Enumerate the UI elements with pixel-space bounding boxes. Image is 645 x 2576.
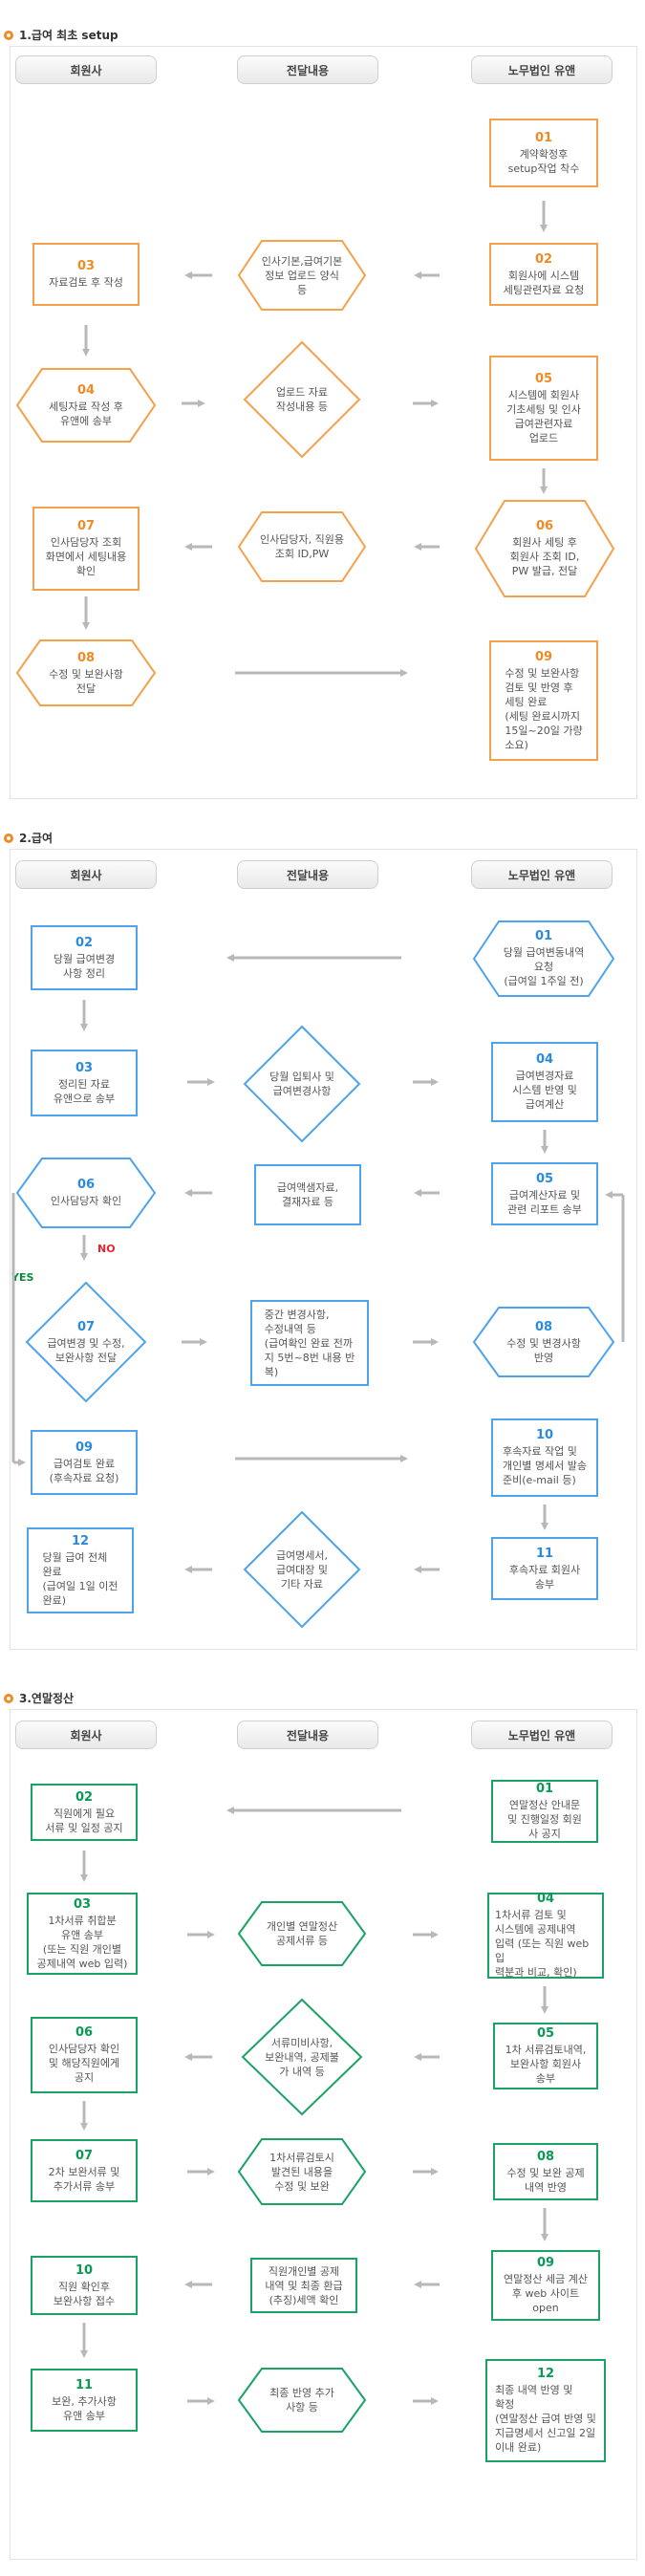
diamond-shape <box>25 1281 147 1403</box>
s3-step-05: 05 1차 서류검토내역, 보완사항 회원사 송부 <box>493 2023 598 2089</box>
diamond-shape <box>243 340 361 459</box>
s3-step-04: 04 1차서류 검토 및 시스템에 공제내역 입력 (또는 직원 web 입 력… <box>487 1892 604 1979</box>
diamond-shape <box>243 1025 361 1143</box>
s3-content-05: 서류미비사항, 보완내역, 공제불 가 내역 등 <box>241 1998 363 2116</box>
column-header-uandn: 노무법인 유앤 <box>471 1721 613 1749</box>
s3-step-03: 03 1차서류 취합분 유앤 송부 (또는 직원 개인별 공제내역 web 입력… <box>27 1893 138 1975</box>
hexagon-shape <box>15 1158 157 1228</box>
section2-title: 2.급여 <box>4 830 53 846</box>
yes-label: YES <box>11 1271 34 1284</box>
s3-step-10: 10 직원 확인후 보완사항 접수 <box>31 2256 138 2315</box>
hexagon-shape <box>15 639 157 706</box>
s2-content-05: 급여액샘자료, 결재자료 등 <box>254 1164 361 1225</box>
s3-step-09: 09 연말정산 세금 계산 후 web 사이트 open <box>491 2250 600 2321</box>
bullet-icon <box>4 833 13 843</box>
s2-content-07: 중간 변경사항, 수정내역 등 (급여확인 완료 전까 지 5번~8번 내용 반… <box>250 1300 369 1386</box>
s2-step-04: 04 급여변경자료 시스템 반영 및 급여계산 <box>491 1042 598 1122</box>
column-header-content: 전달내용 <box>237 55 378 84</box>
s3-step-07: 07 2차 보완서류 및 추가서류 송부 <box>31 2139 138 2202</box>
s2-step-03: 03 정리된 자료 유앤으로 송부 <box>31 1050 138 1116</box>
s3-step-08: 08 수정 및 보완 공제 내역 반영 <box>493 2143 598 2200</box>
column-header-member: 회원사 <box>15 1721 157 1749</box>
column-header-uandn: 노무법인 유앤 <box>471 860 613 889</box>
hexagon-shape <box>237 511 367 582</box>
s3-step-01: 01 연말정산 안내문 및 진행일정 회원 사 공지 <box>491 1780 598 1843</box>
s3-content-07: 1차서류검토시 발견된 내용을 수정 및 보완 <box>237 2137 367 2206</box>
s1-content-02: 인사기본,급여기본 정보 업로드 양식 등 <box>237 239 367 312</box>
hexagon-shape <box>237 240 367 311</box>
s3-step-12: 12 최종 내역 반영 및 확정 (연말정산 급여 반영 및 지급명세서 신고일… <box>485 2359 606 2462</box>
s1-content-04: 업로드 자료 작성내용 등 <box>243 340 361 459</box>
s1-step-03: 03 자료검토 후 작성 <box>32 243 140 306</box>
s1-step-09: 09 수정 및 보완사항 검토 및 반영 후 세팅 완료 (세팅 완료시까지 1… <box>489 640 598 761</box>
diamond-shape <box>243 1510 361 1629</box>
s1-step-05: 05 시스템에 회원사 기초세팅 및 인사 급여관련자료 업로드 <box>489 356 598 461</box>
bullet-icon <box>4 1693 13 1703</box>
hexagon-shape <box>472 920 615 997</box>
s3-step-11: 11 보완, 추가사항 유앤 송부 <box>31 2369 138 2432</box>
s3-content-09: 직원개인별 공제 내역 및 최종 환급 (추징)세액 확인 <box>250 2258 357 2313</box>
hexagon-shape <box>15 368 157 443</box>
s1-step-02: 02 회원사에 시스템 세팅관련자료 요청 <box>489 243 598 306</box>
s1-content-06: 인사담당자, 직원용 조회 ID,PW <box>237 510 367 583</box>
s2-content-03: 당월 입퇴사 및 급여변경사항 <box>243 1025 361 1143</box>
s2-step-10: 10 후속자료 작업 및 개인별 명세서 발송 준비(e-mail 등) <box>491 1418 598 1497</box>
hexagon-shape <box>237 1901 367 1966</box>
s3-content-03: 개인별 연말정산 공제서류 등 <box>237 1900 367 1967</box>
column-header-uandn: 노무법인 유앤 <box>471 55 613 84</box>
s2-step-02: 02 당월 급여변경 사항 정리 <box>31 925 138 990</box>
section1-title: 1.급여 최초 setup <box>4 27 118 43</box>
s2-content-11: 급여명세서, 급여대장 및 기타 자료 <box>243 1510 361 1629</box>
hexagon-shape <box>472 1307 615 1377</box>
no-label: NO <box>97 1243 116 1255</box>
s2-step-09: 09 급여검토 완료 (후속자료 요청) <box>31 1430 138 1495</box>
column-header-content: 전달내용 <box>237 860 378 889</box>
s3-content-11: 최종 반영 추가 사항 등 <box>237 2367 367 2434</box>
s2-step-12: 12 당월 급여 전체 완료 (급여일 1일 이전 완료) <box>27 1527 134 1613</box>
hexagon-shape <box>237 2368 367 2433</box>
s3-step-06: 06 인사담당자 확인 및 해당직원에게 공지 <box>31 2017 138 2093</box>
s2-step-05: 05 급여계산자료 및 관련 리포트 송부 <box>491 1162 598 1225</box>
s3-step-02: 02 직원에게 필요 서류 및 일정 공지 <box>31 1784 138 1841</box>
column-header-member: 회원사 <box>15 860 157 889</box>
bullet-icon <box>4 30 13 40</box>
s1-step-07: 07 인사담당자 조회 화면에서 세팅내용 확인 <box>32 507 140 591</box>
s1-step-01: 01 계약확정후 setup작업 착수 <box>489 119 598 187</box>
column-header-content: 전달내용 <box>237 1721 378 1749</box>
section3-title: 3.연말정산 <box>4 1690 74 1706</box>
s2-step-11: 11 후속자료 회원사 송부 <box>491 1537 598 1600</box>
column-header-member: 회원사 <box>15 55 157 84</box>
hexagon-shape <box>474 500 615 597</box>
diamond-shape <box>241 1998 363 2116</box>
hexagon-shape <box>237 2138 367 2205</box>
